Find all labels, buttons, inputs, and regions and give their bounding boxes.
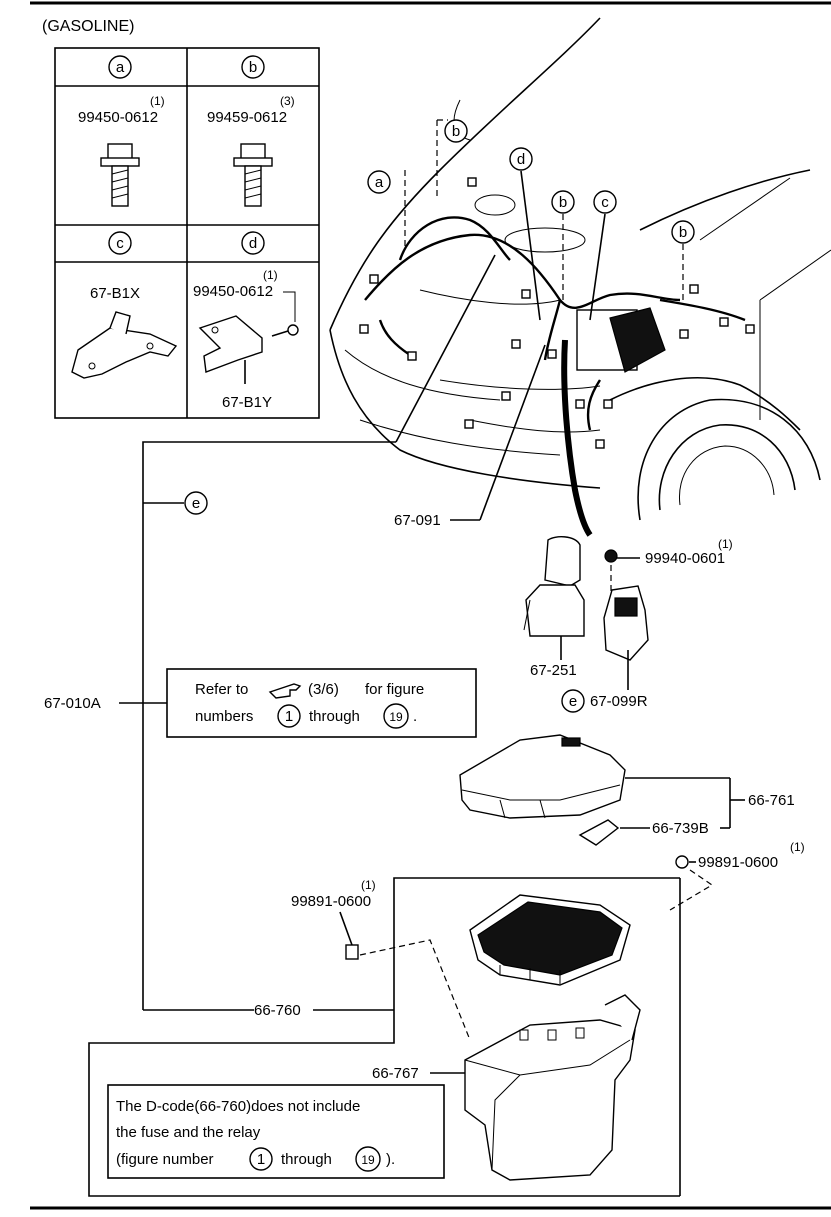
legend-cell-d: d (1) 99450-0612 67-B1Y bbox=[193, 231, 299, 411]
legend-part-a: 99450-0612 bbox=[78, 109, 158, 126]
refer-text-1c: for figure bbox=[365, 681, 424, 698]
label-66-761: 66-761 bbox=[748, 792, 795, 809]
refer-num-from: 1 bbox=[285, 708, 293, 725]
dcode-text-3c: ). bbox=[386, 1151, 395, 1168]
relay-block bbox=[469, 894, 631, 986]
refer-text-2c: . bbox=[413, 708, 417, 725]
engine-callout-b2: b bbox=[559, 194, 567, 211]
clip-99891-right: (1) 99891-0600 bbox=[669, 840, 805, 911]
callout-circle-c bbox=[108, 231, 132, 255]
callout-e-fuse: e bbox=[569, 693, 577, 710]
legend-qty-a: (1) bbox=[150, 94, 165, 108]
legend-part-b: 99459-0612 bbox=[207, 109, 287, 126]
refer-text-2b: through bbox=[309, 708, 360, 725]
fuse-box-assembly: 66-760 (1) 99891-0600 66-767 bbox=[88, 877, 681, 1197]
fuse-box-cover: 66-761 66-739B bbox=[459, 734, 795, 846]
qty-99940-0601: (1) bbox=[718, 537, 733, 551]
fusible-link-assembly: 67-251 (1) 99940-0601 e 67-099R bbox=[523, 536, 733, 713]
legend-part-c: 67-B1X bbox=[90, 285, 140, 302]
refer-text-1b: (3/6) bbox=[308, 681, 339, 698]
legend-letter-a: a bbox=[116, 59, 125, 76]
engine-callout-b1: b bbox=[452, 123, 460, 140]
dcode-text-1: The D-code(66-760)does not include bbox=[116, 1098, 360, 1115]
label-67-251: 67-251 bbox=[530, 662, 577, 679]
legend-letter-b: b bbox=[249, 59, 257, 76]
refer-num-to: 19 bbox=[389, 710, 403, 724]
label-99940-0601: 99940-0601 bbox=[645, 550, 725, 567]
engine-callout-c: c bbox=[601, 194, 609, 211]
callout-e-harness: e bbox=[192, 495, 200, 512]
qty-99891-left: (1) bbox=[361, 878, 376, 892]
refer-text-1a: Refer to bbox=[195, 681, 248, 698]
engine-bay-illustration: b a d b c b 67-091 bbox=[329, 17, 831, 537]
dcode-text-3b: through bbox=[281, 1151, 332, 1168]
legend-letter-d: d bbox=[249, 235, 257, 252]
label-66-767: 66-767 bbox=[372, 1065, 419, 1082]
legend-part-d: 99450-0612 bbox=[193, 283, 273, 300]
qty-99891-right: (1) bbox=[790, 840, 805, 854]
battery-cover bbox=[609, 307, 666, 373]
label-99891-right: 99891-0600 bbox=[698, 854, 778, 871]
callout-circle-a bbox=[108, 55, 132, 79]
engine-callouts: b a d b c b bbox=[367, 119, 695, 321]
diagram-title: (GASOLINE) bbox=[42, 18, 134, 35]
label-66-739b: 66-739B bbox=[652, 820, 709, 837]
callout-circle-d bbox=[241, 231, 265, 255]
legend-subpart-d: 67-B1Y bbox=[222, 394, 272, 411]
label-67-091: 67-091 bbox=[394, 512, 441, 529]
fuse-puller-66-739b bbox=[578, 819, 620, 846]
bracket-icon bbox=[71, 311, 178, 379]
legend-qty-b: (3) bbox=[280, 94, 295, 108]
harness-connectors bbox=[359, 177, 755, 449]
battery-cable bbox=[561, 339, 593, 537]
dcode-num-from: 1 bbox=[257, 1151, 265, 1168]
engine-callout-d: d bbox=[517, 151, 525, 168]
legend-letter-c: c bbox=[116, 235, 124, 252]
label-66-760: 66-760 bbox=[254, 1002, 301, 1019]
dcode-num-to: 19 bbox=[361, 1153, 375, 1167]
bolt-flange-icon bbox=[233, 143, 273, 207]
label-99891-left: 99891-0600 bbox=[291, 893, 371, 910]
engine-callout-a: a bbox=[375, 174, 384, 191]
refer-text-2a: numbers bbox=[195, 708, 253, 725]
refer-note-box: Refer to (3/6) for figure numbers 1 thro… bbox=[166, 668, 477, 738]
bracket-with-bolt-icon bbox=[198, 291, 299, 384]
nut-99940-0601 bbox=[604, 549, 618, 563]
clip-99891-left bbox=[345, 944, 359, 960]
dcode-note-box: The D-code(66-760)does not include the f… bbox=[107, 1084, 445, 1179]
front-wheel bbox=[637, 398, 821, 521]
engine-callout-b3: b bbox=[679, 224, 687, 241]
dcode-text-3a: (figure number bbox=[116, 1151, 214, 1168]
harness-bracket-lines: e 67-010A bbox=[44, 254, 496, 1010]
label-67-099r: 67-099R bbox=[590, 693, 648, 710]
fuse-housing-66-767: 66-767 bbox=[372, 994, 641, 1181]
label-67-010a: 67-010A bbox=[44, 695, 101, 712]
legend-cell-a: a (1) 99450-0612 bbox=[78, 55, 165, 207]
wiring-harness-main bbox=[364, 233, 681, 310]
legend-qty-d: (1) bbox=[263, 268, 278, 282]
legend-cell-b: b (3) 99459-0612 bbox=[207, 55, 295, 207]
pointing-hand-icon bbox=[268, 683, 302, 699]
fastener-legend-table: a (1) 99450-0612 b (3) 99459-0612 bbox=[54, 47, 320, 419]
callout-circle-b bbox=[241, 55, 265, 79]
legend-cell-c: c 67-B1X bbox=[71, 231, 178, 379]
bolt-flange-icon bbox=[100, 143, 140, 207]
dcode-text-2: the fuse and the relay bbox=[116, 1124, 261, 1141]
